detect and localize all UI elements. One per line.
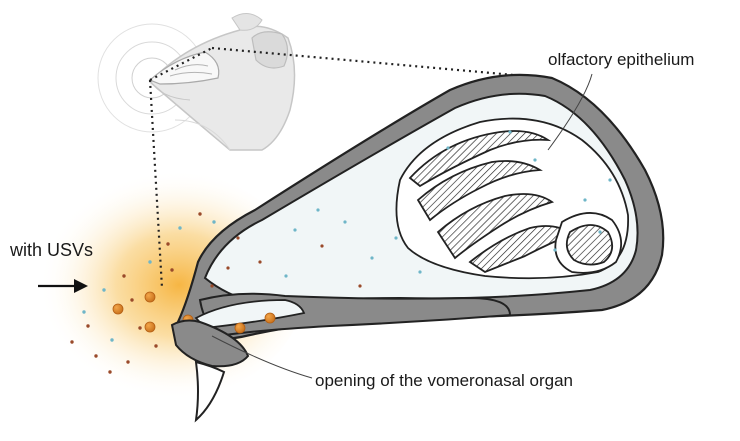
stimulus-label: with USVs (10, 240, 94, 260)
snout-tip (170, 319, 250, 423)
zoom-lines (148, 46, 526, 289)
vomeronasal-duct (194, 299, 306, 329)
mouse-head-icon (97, 13, 296, 151)
vomeronasal-opening-label: opening of the vomeronasal organ (315, 371, 574, 390)
leader-lines (211, 73, 593, 379)
incisor-tooth (194, 360, 226, 423)
olfactory-epithelium-label: olfactory epithelium (548, 50, 695, 69)
odor-molecules (210, 130, 612, 288)
turbinates (395, 117, 629, 280)
stimulus-dots (70, 212, 216, 374)
arrow-right-icon (38, 279, 88, 293)
